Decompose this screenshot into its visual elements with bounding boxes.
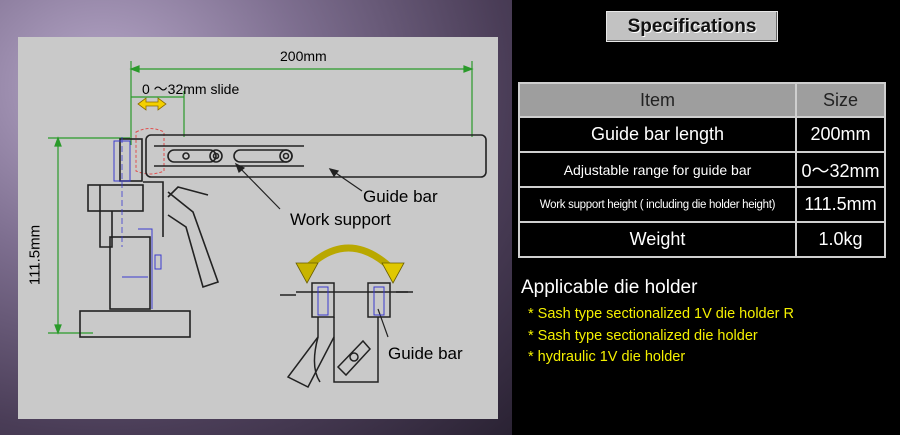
- holder-detail-view: [280, 282, 413, 389]
- table-row: Work support height ( including die hold…: [518, 186, 886, 223]
- rotate-arrow-right-icon: [381, 262, 405, 284]
- label-work-support: Work support: [290, 210, 391, 229]
- dimension-lines: [48, 61, 474, 335]
- rotate-arrow-left-icon: [295, 262, 319, 284]
- dim-height: 111.5mm: [26, 224, 44, 286]
- list-item: * hydraulic 1V die holder: [528, 349, 686, 365]
- header-size: Size: [795, 82, 886, 118]
- specifications-title: Specifications: [606, 11, 778, 42]
- cell-item: Weight: [518, 221, 797, 258]
- technical-drawing: 200mm 0 ～32mm slide Guide bar Work suppo…: [18, 37, 498, 419]
- dim-slide: 0 ～32mm slide: [142, 81, 240, 97]
- table-row: Adjustable range for guide bar 0～32mm: [518, 151, 886, 188]
- drawing-svg: [48, 61, 487, 389]
- cell-size: 1.0kg: [795, 221, 886, 258]
- header-item: Item: [518, 82, 797, 118]
- cell-item: Work support height ( including die hold…: [518, 186, 797, 223]
- cell-size: 0～32mm: [795, 151, 886, 188]
- table-row: Weight 1.0kg: [518, 221, 886, 258]
- table-header-row: Item Size: [518, 82, 886, 118]
- table-row: Guide bar length 200mm: [518, 116, 886, 153]
- slide-arrow-icon: [137, 97, 167, 111]
- cell-size: 111.5mm: [795, 186, 886, 223]
- cell-item: Adjustable range for guide bar: [518, 151, 797, 188]
- guide-bar-shape: [145, 134, 487, 178]
- spec-table: Item Size Guide bar length 200mm Adjusta…: [518, 82, 886, 258]
- holder-side-view: [79, 138, 220, 338]
- drawing-frame: 200mm 0 ～32mm slide Guide bar Work suppo…: [0, 0, 512, 435]
- applicable-list: * Sash type sectionalized 1V die holder …: [528, 304, 794, 369]
- label-guide-bar-top: Guide bar: [363, 187, 438, 206]
- blue-outline: [113, 140, 162, 309]
- applicable-title: Applicable die holder: [521, 277, 698, 298]
- label-guide-bar-bottom: Guide bar: [388, 344, 463, 363]
- cell-item: Guide bar length: [518, 116, 797, 153]
- leader-lines: [234, 162, 389, 338]
- cell-size: 200mm: [795, 116, 886, 153]
- list-item: * Sash type sectionalized die holder: [528, 327, 758, 344]
- dim-length: 200mm: [280, 48, 327, 64]
- list-item: * Sash type sectionalized 1V die holder …: [528, 306, 794, 322]
